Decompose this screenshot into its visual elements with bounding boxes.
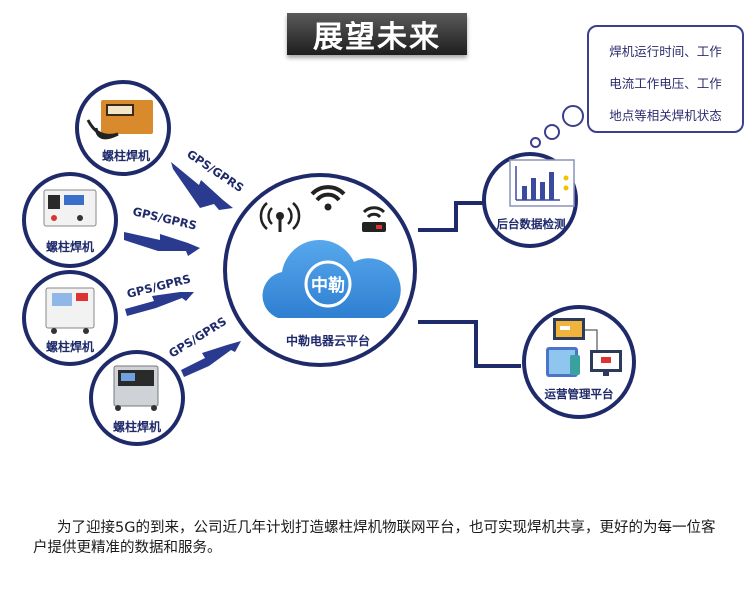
- ops-node-label: 运营管理平台: [545, 387, 614, 401]
- status-thought-bubble: 焊机运行时间、工作 电流工作电压、工作 地点等相关焊机状态: [587, 25, 744, 133]
- description-text: 为了迎接5G的到来，公司近几年计划打造螺柱焊机物联网平台，也可实现焊机共享，更好…: [33, 520, 716, 556]
- tablet-icon: [546, 347, 580, 377]
- welder-label-3: 螺柱焊机: [46, 339, 94, 354]
- page-title: 展望未来: [287, 13, 467, 55]
- gprs-arrow-4: [181, 341, 241, 377]
- welder-label-4: 螺柱焊机: [113, 419, 161, 434]
- monitor-icon: [553, 318, 622, 376]
- ops-connector: [418, 320, 521, 368]
- gprs-label-2: GPS/GPRS: [131, 204, 198, 232]
- wifi-icon: [310, 185, 346, 211]
- gprs-arrow-2: [124, 232, 200, 256]
- cloud-icon: 中勒: [262, 239, 401, 318]
- router-icon: [362, 206, 386, 232]
- cloud-logo-text: 中勒: [311, 275, 345, 296]
- bubble-line-2: 电流工作电压、工作: [609, 76, 722, 91]
- gprs-arrow-3: [125, 292, 194, 316]
- bubble-dot-medium: [544, 124, 560, 140]
- welder-label-1: 螺柱焊机: [102, 148, 150, 163]
- welder-node-2: 螺柱焊机: [22, 172, 118, 268]
- bubble-line-1: 焊机运行时间、工作: [609, 44, 722, 59]
- gprs-arrow-1: [171, 162, 233, 210]
- bubble-line-3: 地点等相关焊机状态: [609, 108, 722, 123]
- bubble-dot-large: [562, 105, 584, 127]
- welder-node-4: 螺柱焊机: [89, 350, 185, 446]
- bar-chart-icon: [509, 159, 575, 207]
- welder-label-2: 螺柱焊机: [46, 239, 94, 254]
- backend-node-label: 后台数据检测: [497, 217, 566, 231]
- bubble-dot-small: [530, 137, 541, 148]
- signal-tower-icon: [259, 202, 301, 232]
- welder-node-3: 螺柱焊机: [22, 270, 118, 366]
- backend-connector: [418, 201, 484, 232]
- welder-node-1: 螺柱焊机: [75, 80, 171, 176]
- cloud-platform-label: 中勒电器云平台: [286, 333, 370, 348]
